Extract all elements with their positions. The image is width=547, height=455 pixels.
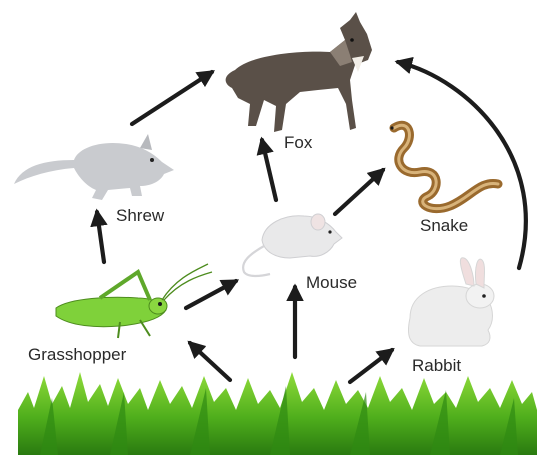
snake-icon (390, 125, 498, 208)
rabbit-icon (408, 258, 494, 346)
shrew-label: Shrew (116, 206, 164, 226)
rabbit-label: Rabbit (412, 356, 461, 376)
arrow-rabbit-to-fox (398, 62, 526, 268)
fox-label: Fox (284, 133, 312, 153)
grasshopper-label: Grasshopper (28, 345, 126, 365)
arrow-shrew-to-fox (132, 72, 212, 124)
grass-icon (18, 372, 537, 455)
snake-label: Snake (420, 216, 468, 236)
fox-icon (226, 12, 372, 132)
mouse-label: Mouse (306, 273, 357, 293)
shrew-icon (14, 134, 174, 200)
arrow-mouse-to-snake (335, 170, 383, 214)
arrow-grass-to-rabbit (350, 350, 392, 382)
arrow-grasshopper-to-mouse (186, 281, 236, 308)
grasshopper-icon (56, 264, 212, 338)
arrow-mouse-to-fox (262, 140, 276, 200)
arrow-grasshopper-to-shrew (97, 212, 104, 262)
arrow-grass-to-grasshopper (190, 343, 230, 380)
mouse-icon (243, 214, 342, 276)
